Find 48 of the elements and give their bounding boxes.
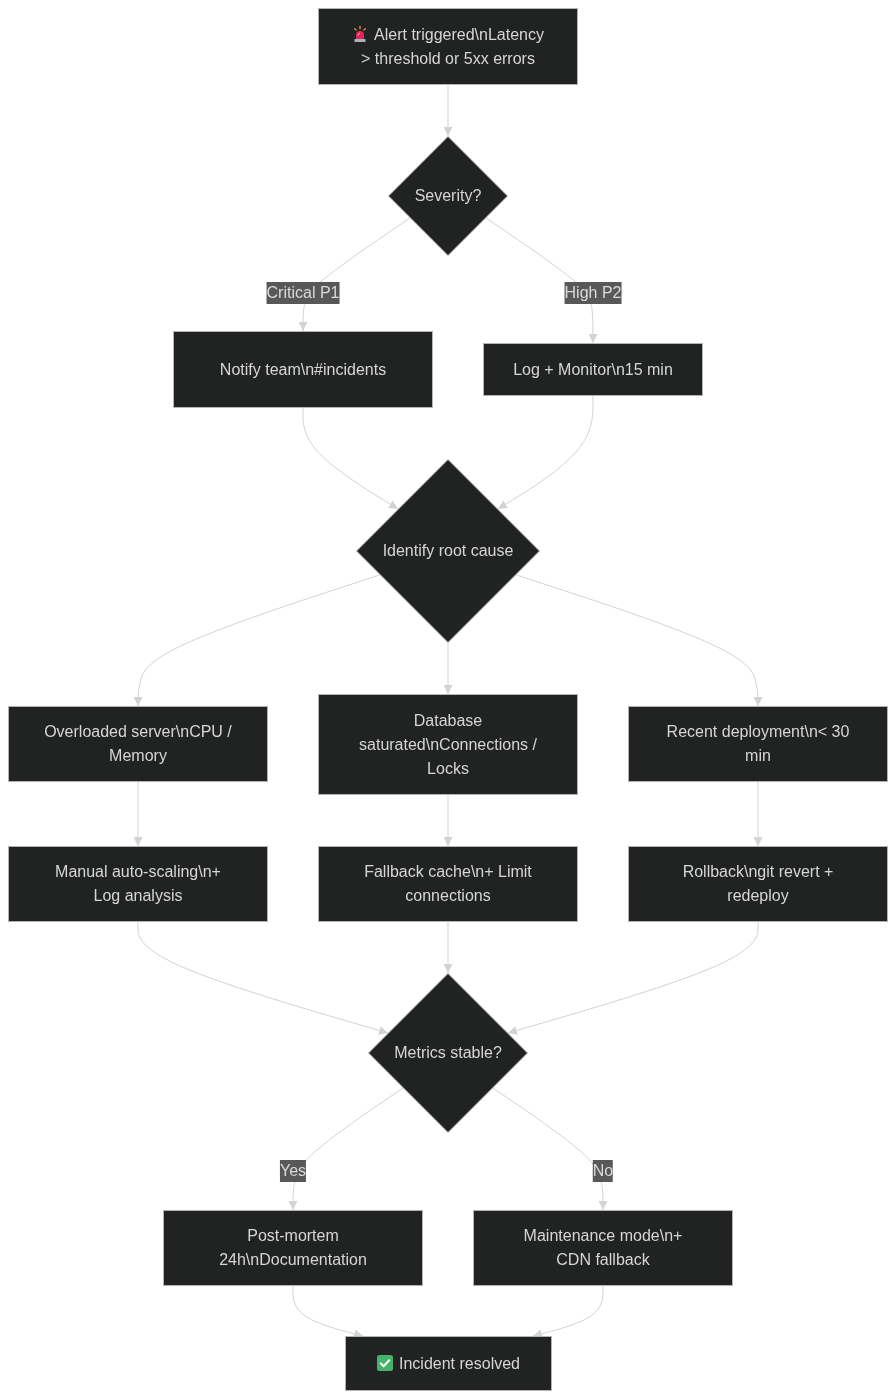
step-text: Maintenance mode\n+ CDN fallback: [523, 1227, 683, 1268]
step-text: Fallback cache\n+ Limit connections: [364, 863, 532, 904]
arrow: [133, 781, 143, 847]
arrow: [133, 574, 381, 707]
process-box: [628, 706, 888, 782]
edge-label: Critical P1: [266, 282, 340, 304]
process-box: [163, 1210, 423, 1286]
edge-label: Yes: [279, 1160, 307, 1182]
arrow: [443, 794, 453, 847]
arrow: [443, 642, 453, 695]
arrow: [753, 781, 763, 847]
process-box: [318, 8, 578, 85]
decision-diamond: [388, 136, 508, 256]
arrow: [288, 1087, 404, 1211]
step-text: Notify team\n#incidents: [219, 360, 387, 378]
arrow: [497, 395, 594, 510]
process-box: [8, 706, 268, 782]
process-box: [473, 1210, 733, 1286]
edge-label: High P2: [564, 282, 622, 304]
arrow: [492, 1087, 608, 1211]
step-text: Incident resolved: [399, 1354, 520, 1372]
arrow: [443, 84, 453, 137]
process-box: [173, 331, 433, 408]
decision-diamond: [356, 459, 540, 643]
arrow: [137, 921, 389, 1035]
step-text: Manual auto-scaling\n+ Log analysis: [55, 863, 221, 904]
decision-diamond: [368, 973, 528, 1133]
process-box: [483, 343, 703, 396]
decision-text: Severity?: [414, 187, 482, 204]
process-box: [628, 846, 888, 922]
edge-label: No: [592, 1160, 614, 1182]
arrow: [507, 921, 759, 1035]
step-text: Alert triggered\nLatency > threshold or 5xx errors: [361, 25, 544, 67]
decision-text: Metrics stable?: [394, 1044, 502, 1061]
process-box: [8, 846, 268, 922]
process-box: [318, 694, 578, 795]
arrow: [443, 921, 453, 974]
step-text: Overloaded server\nCPU / Memory: [44, 723, 232, 764]
arrow: [302, 407, 399, 510]
decision-text: Identify root cause: [382, 542, 514, 559]
step-text: Rollback\ngit revert + redeploy: [682, 863, 834, 904]
process-box: [318, 846, 578, 922]
step-text: Post-mortem 24h\nDocumentation: [219, 1227, 367, 1268]
step-text: Recent deployment\n< 30 min: [666, 723, 850, 764]
step-text: Log + Monitor\n15 min: [513, 360, 673, 378]
step-text: Database saturated\nConnections / Locks: [359, 711, 537, 777]
process-box: [345, 1336, 552, 1391]
arrow: [515, 574, 763, 707]
